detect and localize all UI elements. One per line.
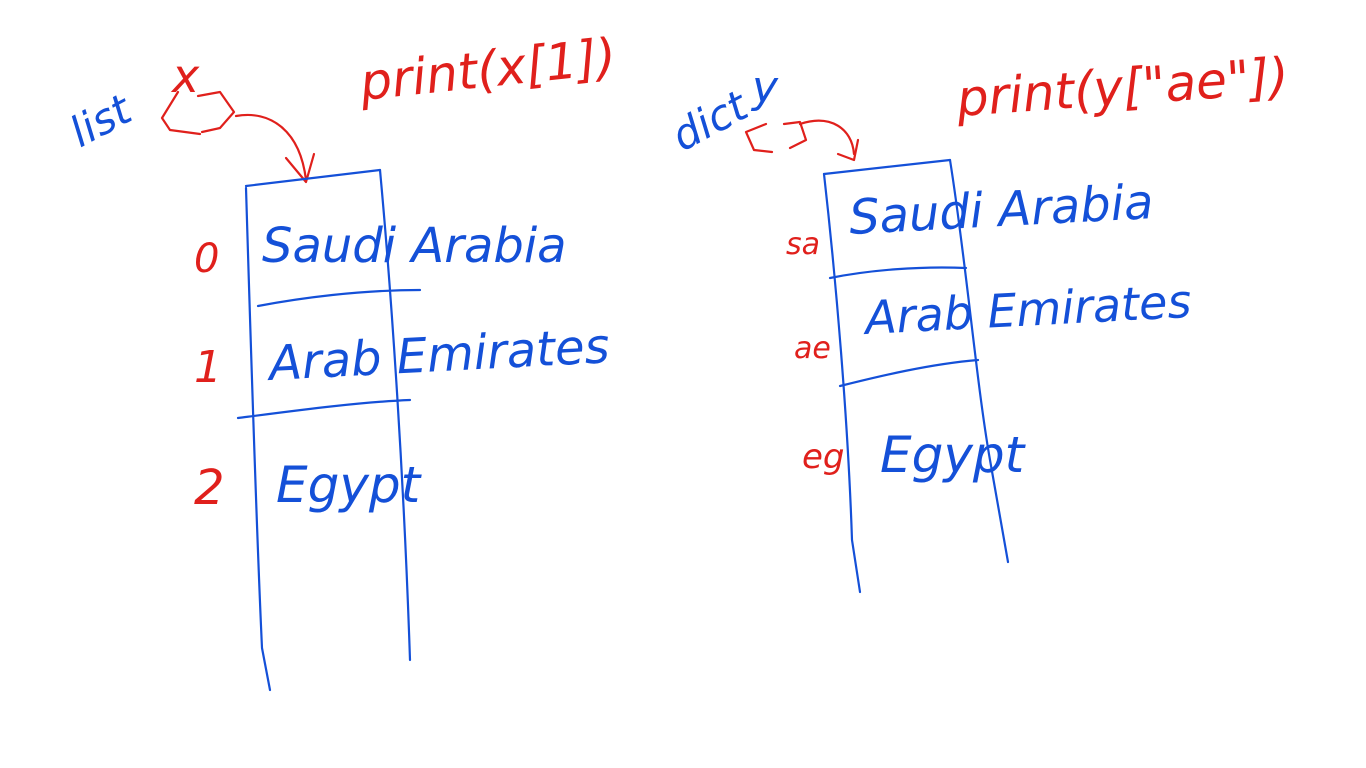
dict-row-divider-2 <box>838 358 980 388</box>
dict-key-sa: sa <box>786 227 820 262</box>
dict-panel: dict y print(y["ae"]) sa ae eg Saudi Ara… <box>664 47 1291 594</box>
dict-memory-top-border <box>822 158 952 176</box>
dict-type-label: dict <box>664 80 757 161</box>
dict-value-0: Saudi Arabia <box>848 174 1155 246</box>
list-memory-top-border <box>244 168 382 188</box>
list-memory-left-border <box>244 186 272 692</box>
dict-key-ae: ae <box>794 331 831 366</box>
dict-key-eg: eg <box>802 437 845 477</box>
dict-pointer-arrow <box>798 119 856 156</box>
dict-memory-left-border <box>822 172 862 594</box>
dict-pointer-arrowhead <box>836 138 860 162</box>
list-index-2: 2 <box>194 460 225 516</box>
dict-memory-right-border <box>948 158 1010 564</box>
list-memory-right-border <box>378 168 412 662</box>
list-index-1: 1 <box>194 342 222 393</box>
list-var-name: x <box>170 49 200 103</box>
dict-value-2: Egypt <box>880 426 1027 484</box>
dict-print-call: print(y["ae"]) <box>954 47 1291 128</box>
list-row-divider-1 <box>256 288 422 308</box>
dict-value-1: Arab Emirates <box>861 274 1193 345</box>
dict-var-box <box>744 120 808 154</box>
list-pointer-arrowhead <box>284 152 316 184</box>
list-var-box <box>160 90 236 136</box>
list-row-divider-2 <box>236 398 412 420</box>
list-type-label: list <box>62 84 141 157</box>
dict-var-name: y <box>750 62 779 113</box>
list-pointer-arrow <box>234 113 308 182</box>
list-panel: list x print(x[1]) 0 1 2 Saudi Arabia Ar… <box>62 27 619 692</box>
list-index-0: 0 <box>194 236 219 282</box>
list-value-2: Egypt <box>276 456 423 514</box>
list-print-call: print(x[1]) <box>356 27 619 112</box>
list-value-0: Saudi Arabia <box>262 218 567 274</box>
dict-row-divider-1 <box>828 266 968 280</box>
list-value-1: Arab Emirates <box>265 318 611 392</box>
